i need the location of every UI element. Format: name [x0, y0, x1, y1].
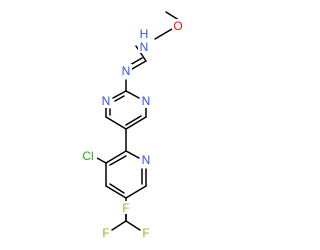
- atom-pyridine-nitrogen: N: [142, 153, 151, 167]
- atom-fluorine-top: F: [122, 201, 129, 215]
- atom-imine-nitrogen: N: [122, 64, 131, 78]
- bond-amine-methine: [135, 45, 147, 62]
- bond-carbon-chlorine: [96, 157, 107, 164]
- bond-pym-c2-n1-2: [114, 95, 125, 102]
- atom-fluorine-left: F: [102, 226, 109, 240]
- atom-amine-hydrogen: H: [140, 27, 149, 41]
- atom-amine-nitrogen: N: [140, 40, 149, 54]
- bond-pym-c2-n3: [125, 90, 140, 99]
- atom-oxygen-methoxy: O: [173, 19, 182, 33]
- bond-methine-imine: [131, 60, 147, 70]
- bond-oxygen-nitrogen: [154, 28, 173, 40]
- atom-chlorine: Cl: [82, 149, 93, 163]
- atom-pyrimidine-nitrogen-right: N: [142, 94, 151, 108]
- atom-labels: O H N N N N N Cl F F F: [79, 19, 184, 240]
- atom-pyrimidine-nitrogen-left: N: [102, 94, 111, 108]
- bond-pym-c5-c6: [105, 116, 127, 130]
- bond-methine-imine-2: [129, 57, 143, 66]
- bond-pyr-c5-c4: [105, 185, 127, 199]
- bonds: [96, 11, 183, 231]
- bond-cf3-f-left: [111, 220, 127, 231]
- bond-pyr-c2-n1: [125, 150, 140, 159]
- bond-pyr-c2-c3: [105, 150, 127, 164]
- bond-cf3-f-right: [125, 220, 141, 231]
- bond-pyr-c5-c4-2: [109, 183, 125, 194]
- bond-pyr-c2-c3-2: [109, 155, 127, 166]
- bond-pyr-c6-c5: [125, 185, 147, 199]
- atom-fluorine-right: F: [142, 226, 149, 240]
- bond-pym-c4-c5-2: [125, 115, 142, 126]
- chemical-structure: O H N N N N N Cl F F F: [79, 11, 184, 240]
- bond-pym-c4-c5: [125, 116, 147, 130]
- bond-pym-c2-n1: [112, 90, 127, 99]
